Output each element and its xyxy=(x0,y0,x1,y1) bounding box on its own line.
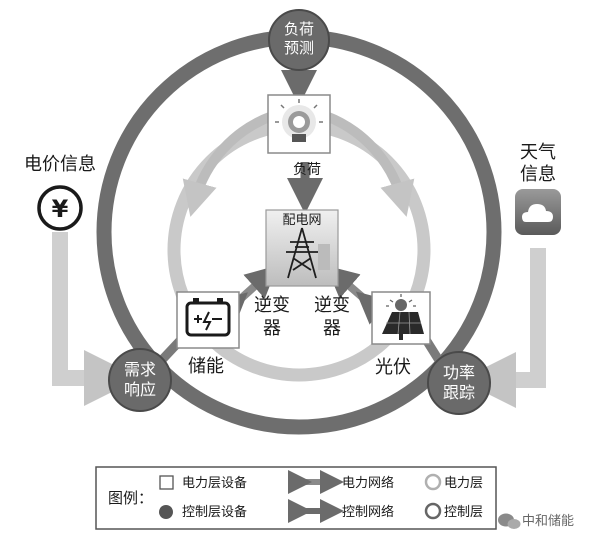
pv-inverter-arrow xyxy=(325,265,391,325)
inverter-right-label-line2: 器 xyxy=(323,318,341,339)
watermark-text: 中和储能 xyxy=(522,514,574,529)
inverter-left-label-line2: 器 xyxy=(263,318,281,339)
load-forecast-label-line1: 负荷 xyxy=(284,20,314,38)
legend-control-device-swatch xyxy=(159,505,173,519)
load-forecast-label-line2: 预测 xyxy=(284,39,314,57)
device-storage: 储能 xyxy=(176,291,240,377)
battery-icon xyxy=(185,298,231,337)
weather-info-label-line2: 信息 xyxy=(520,164,556,185)
load-pv-control-arrow xyxy=(324,111,415,217)
cloud-icon xyxy=(522,204,553,222)
power-tracking-label-line1: 功率 xyxy=(443,363,475,382)
power-tracking-label-line2: 跟踪 xyxy=(443,383,475,402)
weather-info: 天气 信息 xyxy=(515,142,561,235)
yen-coin-icon xyxy=(37,185,83,231)
legend-power-device-label: 电力层设备 xyxy=(182,475,247,491)
legend-power-layer-label: 电力层 xyxy=(444,476,483,491)
legend-power-network-label: 电力网络 xyxy=(342,475,394,491)
device-pv: 光伏 xyxy=(371,291,431,378)
legend: 图例： 电力层设备 控制层设备 电力网络 控制网络 电力层 控制层 xyxy=(95,466,497,530)
legend-control-network-label: 控制网络 xyxy=(342,504,394,520)
wechat-logo-icon xyxy=(498,513,521,529)
yen-symbol: ¥ xyxy=(52,195,69,223)
node-power-tracking: 功率 跟踪 xyxy=(427,351,491,415)
device-load: 负荷 xyxy=(267,94,331,178)
legend-title: 图例： xyxy=(108,489,153,507)
legend-power-device-swatch xyxy=(159,475,174,490)
legend-control-device-label: 控制层设备 xyxy=(182,504,247,520)
storage-inverter-arrow xyxy=(213,265,278,326)
demand-response-label-line2: 响应 xyxy=(124,380,156,399)
legend-control-layer-swatch xyxy=(424,502,442,520)
price-info: 电价信息 ¥ xyxy=(24,154,96,232)
inverter-left-label-line1: 逆变 xyxy=(254,295,290,316)
load-device-label: 负荷 xyxy=(293,162,321,178)
distribution-grid-label: 配电网 xyxy=(282,213,321,228)
transmission-tower-icon xyxy=(286,227,318,279)
solar-panel-icon xyxy=(382,294,424,340)
storage-label: 储能 xyxy=(188,356,224,377)
pv-label: 光伏 xyxy=(375,357,411,378)
demand-response-label-line1: 需求 xyxy=(124,360,156,379)
weather-info-label-line1: 天气 xyxy=(520,142,556,163)
load-storage-control-arrow xyxy=(182,111,274,217)
device-distribution-grid: 配电网 xyxy=(265,209,339,287)
weather-to-power-arrow xyxy=(460,248,546,408)
watermark: 中和储能 xyxy=(498,513,574,529)
price-to-demand-arrow xyxy=(52,232,140,406)
node-load-forecast: 负荷 预测 xyxy=(268,9,330,71)
node-demand-response: 需求 响应 xyxy=(108,348,172,412)
building-icon xyxy=(318,244,330,270)
legend-control-layer-label: 控制层 xyxy=(444,505,483,520)
light-bulb-icon xyxy=(275,99,323,142)
inverter-right-label-line1: 逆变 xyxy=(314,295,350,316)
legend-power-layer-swatch xyxy=(424,473,442,491)
price-info-label: 电价信息 xyxy=(24,154,96,175)
